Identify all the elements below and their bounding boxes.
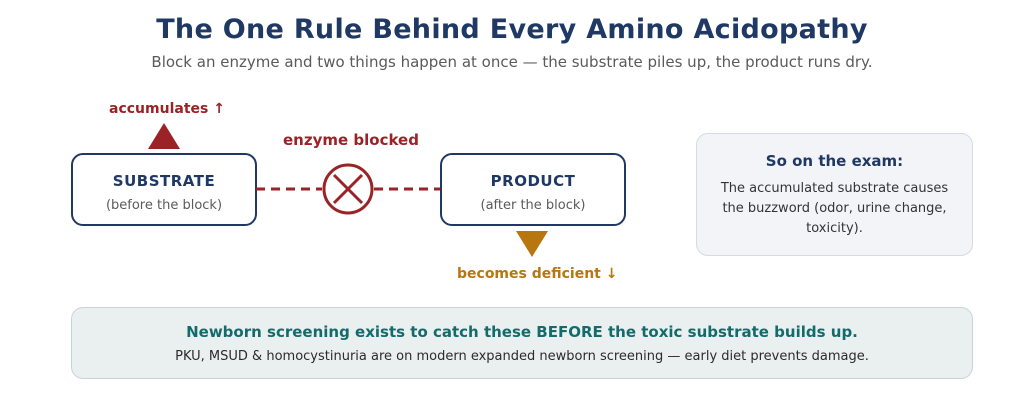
- deficient-label: becomes deficient ↓: [457, 266, 618, 282]
- deficient-arrow-icon: [516, 231, 548, 257]
- product-note: (after the block): [480, 198, 586, 213]
- screening-detail: PKU, MSUD & homocystinuria are on modern…: [175, 349, 869, 364]
- screening-headline: Newborn screening exists to catch these …: [186, 323, 858, 341]
- substrate-box: SUBSTRATE (before the block): [71, 153, 257, 226]
- accumulates-arrow-icon: [148, 123, 180, 149]
- page-subtitle: Block an enzyme and two things happen at…: [151, 53, 873, 71]
- blocked-x-icon: [322, 163, 374, 215]
- exam-card: So on the exam: The accumulated substrat…: [696, 133, 973, 256]
- product-label: PRODUCT: [490, 172, 576, 190]
- substrate-note: (before the block): [105, 198, 223, 213]
- enzyme-blocked-label: enzyme blocked: [283, 131, 419, 149]
- product-box: PRODUCT (after the block): [440, 153, 626, 226]
- enzyme-block-connector: [256, 163, 440, 215]
- accumulates-label: accumulates ↑: [109, 101, 225, 117]
- exam-card-body: The accumulated substrate causes the buz…: [720, 181, 949, 236]
- page-title: The One Rule Behind Every Amino Acidopat…: [156, 14, 868, 45]
- substrate-label: SUBSTRATE: [112, 172, 216, 190]
- screening-banner: Newborn screening exists to catch these …: [71, 307, 973, 379]
- exam-card-heading: So on the exam:: [765, 152, 904, 170]
